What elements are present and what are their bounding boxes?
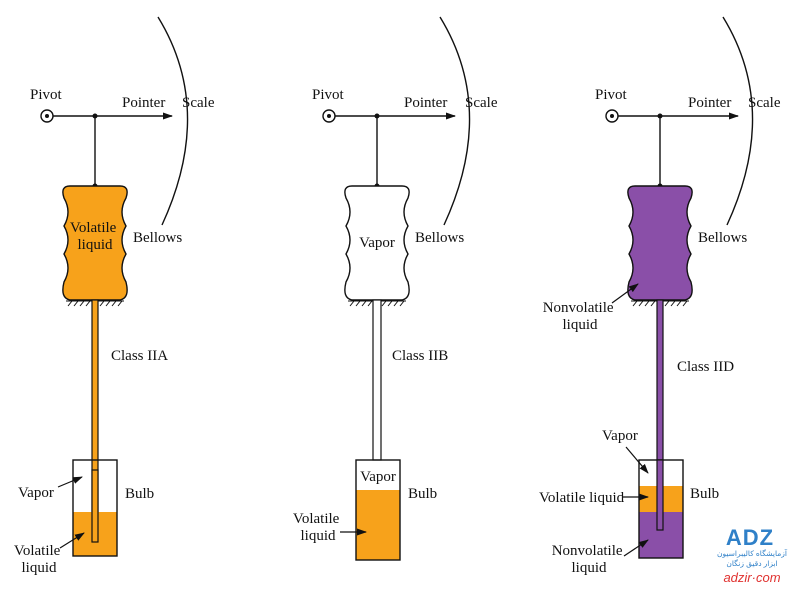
vapor-label: Vapor (360, 469, 396, 485)
panel-class-iid: Pivot Pointer Scale Bellows Nonvolatile … (539, 16, 781, 576)
nonvolatile-liquid-top-arrow (611, 283, 639, 304)
nonvolatile-liquid-top-label: Nonvolatile liquid (543, 300, 618, 333)
bellows-label: Bellows (698, 230, 747, 246)
class-label: Class IIB (392, 348, 448, 364)
bellows (344, 185, 410, 301)
pivot-icon (40, 109, 54, 123)
pivot-label: Pivot (312, 87, 345, 103)
panel-class-iib: Pivot Pointer Scale Vapor Bellows Class … (293, 16, 498, 561)
pointer-label: Pointer (688, 95, 731, 111)
bellows (62, 185, 128, 301)
bulb-label: Bulb (408, 486, 437, 502)
logo-mark: ADZ (726, 525, 774, 550)
scale-label: Scale (182, 95, 215, 111)
scale-arc (439, 16, 471, 226)
bulb-liquid (356, 490, 400, 560)
bulb (355, 459, 401, 561)
logo-site: adzir·com (723, 570, 780, 585)
nonvolatile-liquid-bottom-label: Nonvolatile liquid (552, 543, 627, 576)
scale-arc (157, 16, 189, 226)
logo-line2: ابزار دقیق زنگان (726, 559, 777, 568)
capillary-tube (656, 299, 664, 461)
volatile-liquid-arrow (59, 532, 85, 549)
bellows-fill-label: Volatile liquid (70, 220, 120, 253)
bulb-label: Bulb (125, 486, 154, 502)
vapor-label: Vapor (18, 485, 54, 501)
pivot-icon (322, 109, 336, 123)
pivot-icon (605, 109, 619, 123)
adz-logo: ADZ آزمایشگاه کالیبراسیون ابزار دقیق زنگ… (717, 525, 788, 585)
bellows-fill-label: Vapor (359, 235, 395, 251)
volatile-liquid-label: Volatile liquid (539, 490, 625, 506)
bulb-label: Bulb (690, 486, 719, 502)
panel-class-iia: Pivot Pointer Scale Volatile liquid Bell… (14, 16, 215, 576)
volatile-liquid-label: Volatile liquid (293, 511, 343, 544)
vapor-arrow (625, 446, 649, 474)
pivot-label: Pivot (595, 87, 628, 103)
vapor-label: Vapor (602, 428, 638, 444)
nonvolatile-liquid-bottom-arrow (623, 539, 649, 557)
scale-arc (722, 16, 754, 226)
pivot-label: Pivot (30, 87, 63, 103)
pointer-label: Pointer (122, 95, 165, 111)
volatile-liquid-label: Volatile liquid (14, 543, 64, 576)
scale-label: Scale (748, 95, 781, 111)
bellows-label: Bellows (133, 230, 182, 246)
capillary-tube (372, 299, 382, 461)
class-label: Class IID (677, 359, 734, 375)
class-label: Class IIA (111, 348, 168, 364)
logo-line1: آزمایشگاه کالیبراسیون (717, 548, 788, 558)
bellows (627, 185, 693, 301)
bellows-label: Bellows (415, 230, 464, 246)
pointer-label: Pointer (404, 95, 447, 111)
vapor-arrow (57, 476, 83, 488)
bulb (72, 459, 118, 557)
scale-label: Scale (465, 95, 498, 111)
